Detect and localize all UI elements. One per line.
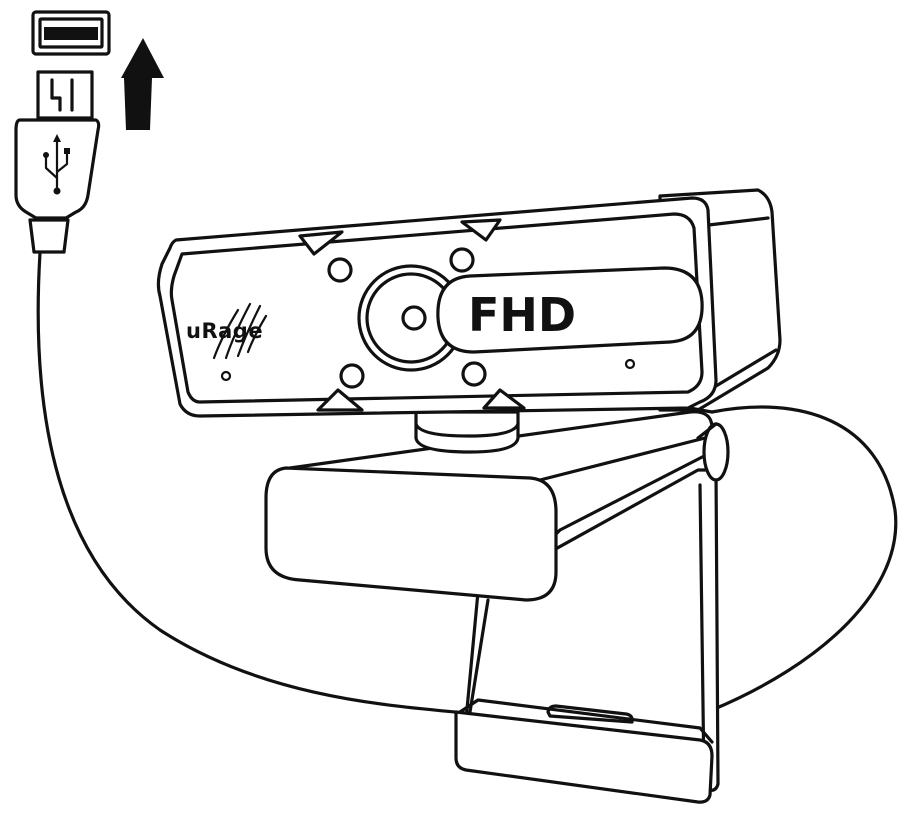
usb-cable-rear [710,405,898,712]
fhd-badge-label: FHD [468,288,576,342]
urage-logo-label: uRage [186,319,263,343]
mount-front-pad [264,466,558,602]
usb-symbol-icon [43,134,70,195]
usb-plug-icon [14,70,101,254]
webcam-icon: FHD uRage [156,188,782,804]
fhd-badge: FHD [436,266,704,354]
mount-foot [454,710,714,804]
usb-port-icon [31,10,111,56]
urage-logo: uRage [186,302,268,360]
arrow-up-icon [121,38,164,130]
usb-cable [36,251,457,714]
